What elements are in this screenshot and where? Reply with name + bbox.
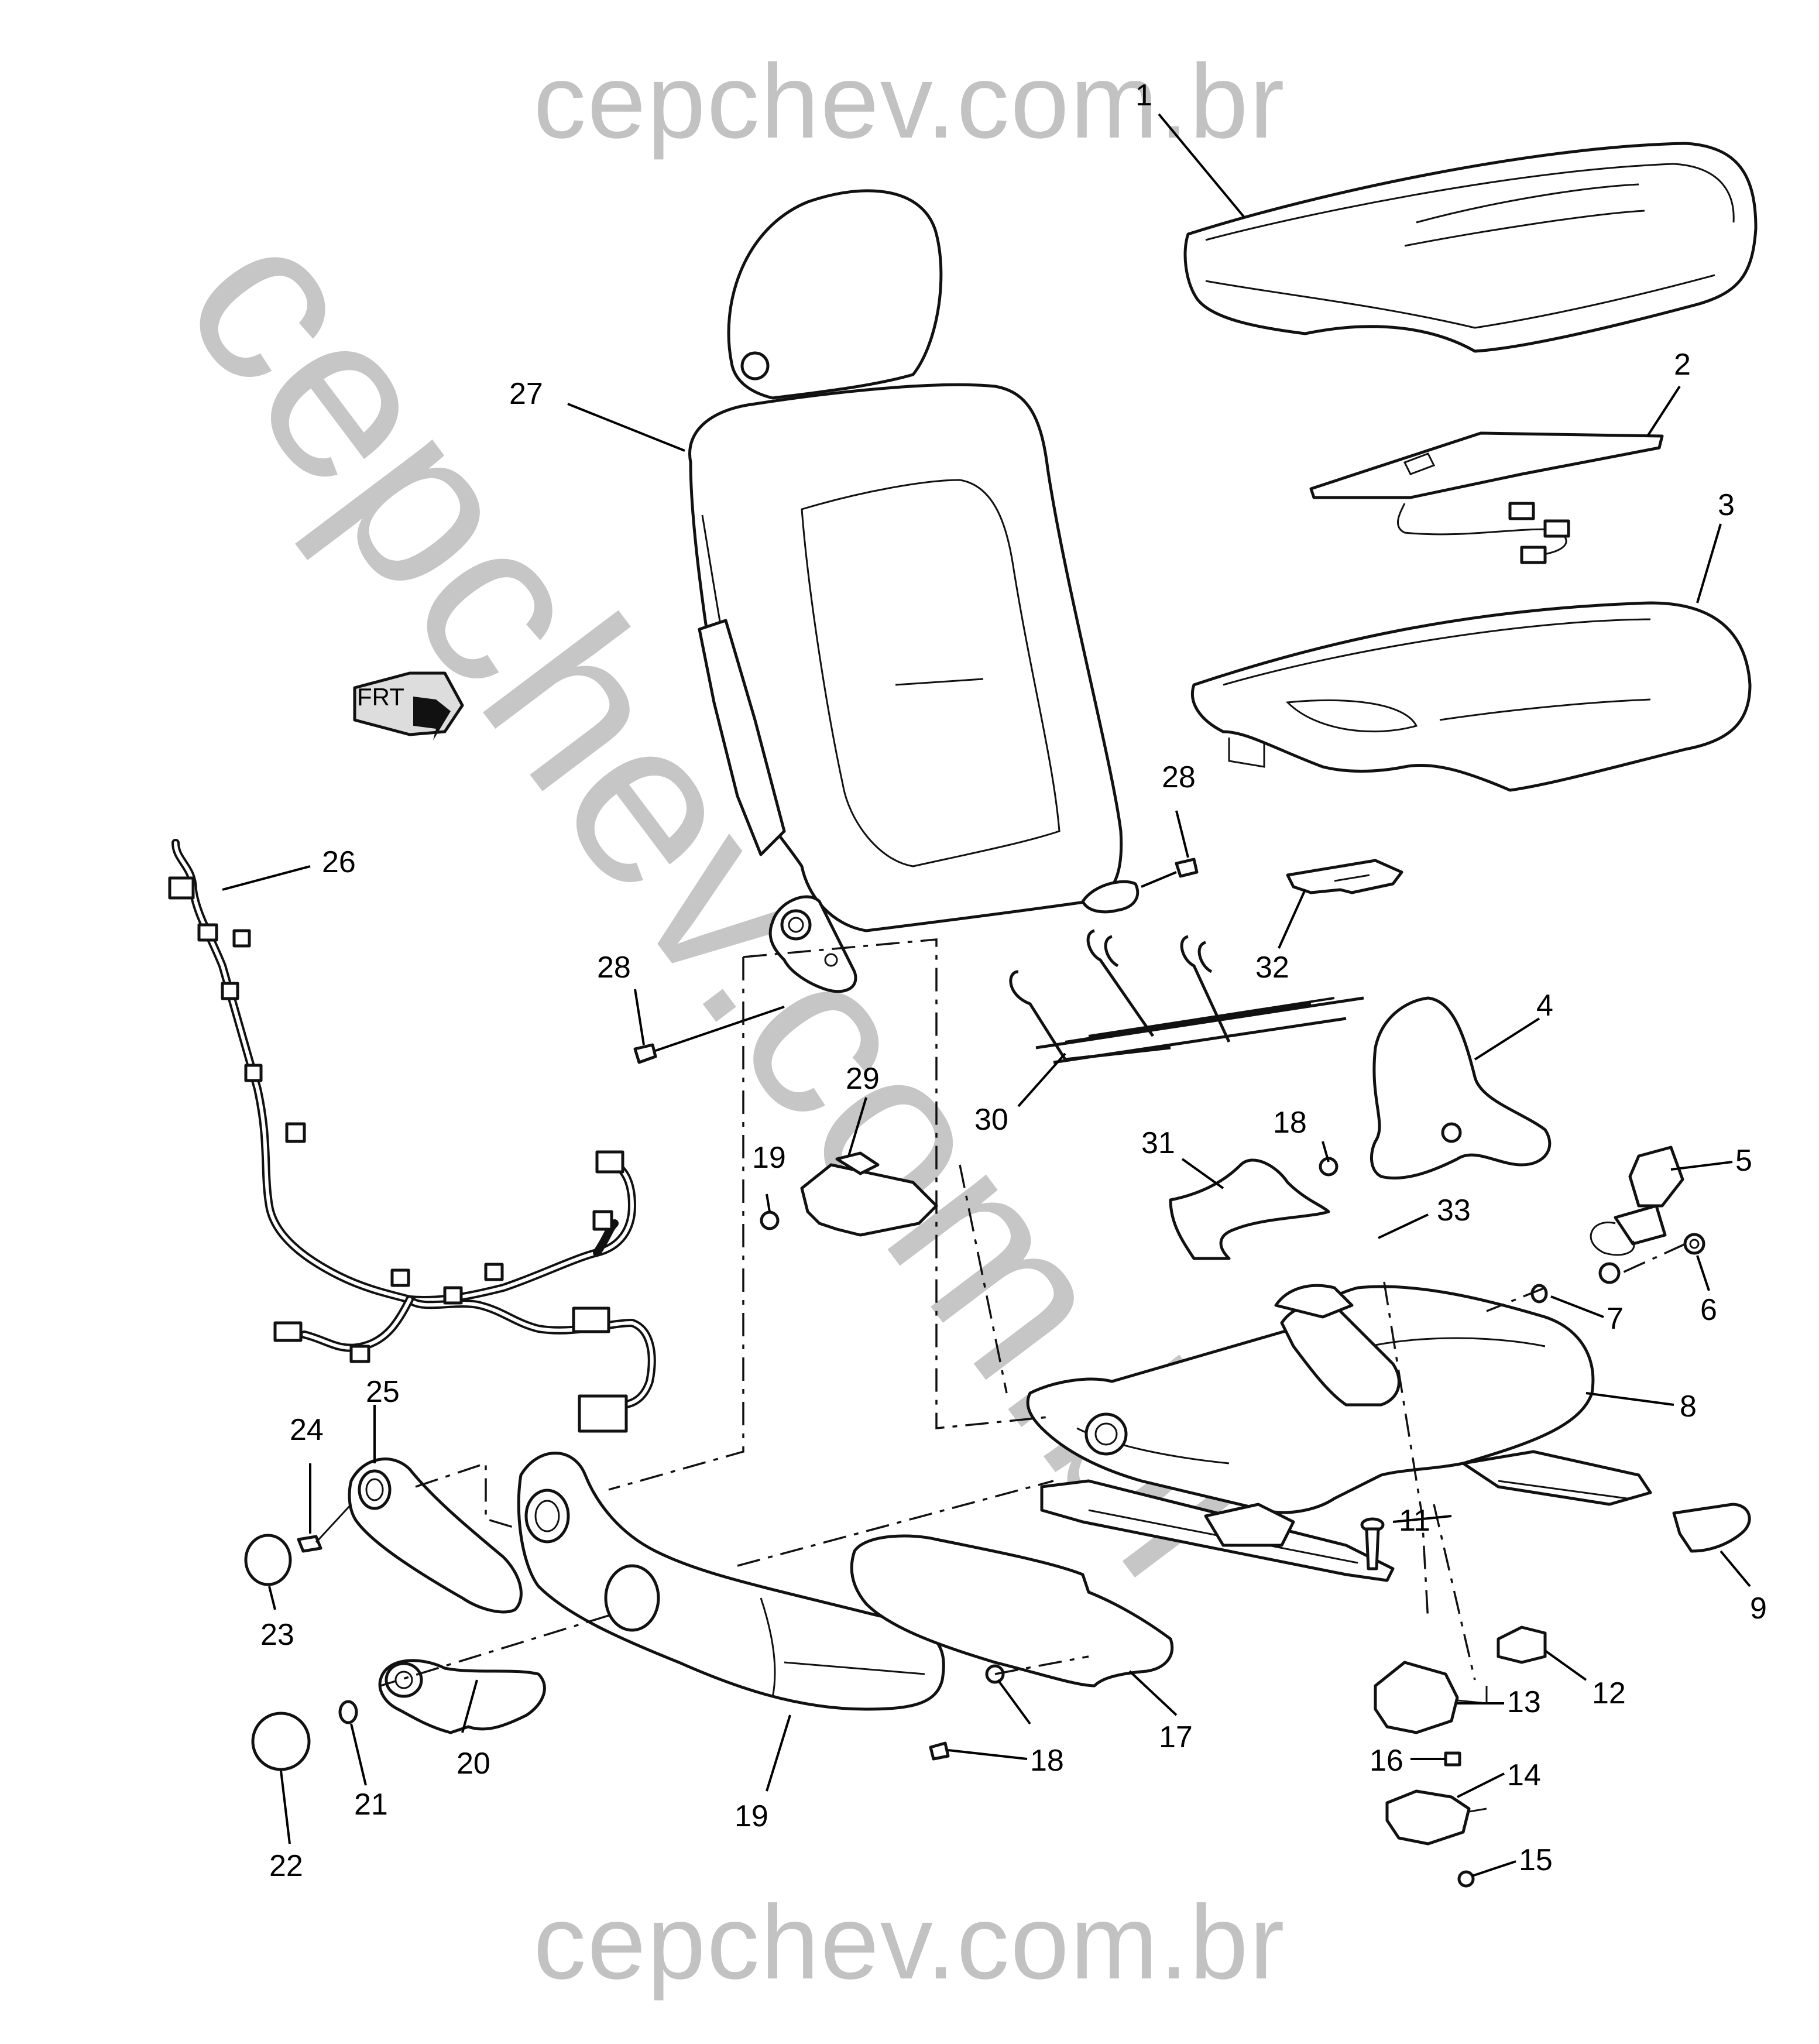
part-26-wiring-harness — [168, 839, 656, 1433]
callout-7: 7 — [1607, 1302, 1624, 1336]
callout-9: 9 — [1750, 1592, 1767, 1625]
callout-26: 26 — [322, 845, 356, 879]
part-1-cushion-cover — [1183, 142, 1758, 353]
callout-19-upper: 19 — [752, 1141, 786, 1175]
callout-leaders — [222, 113, 1751, 1877]
alignment-lines — [380, 938, 1686, 1687]
part-19-side-shield — [517, 1452, 945, 1711]
part-22-cap — [251, 1712, 311, 1771]
callout-8: 8 — [1680, 1390, 1697, 1424]
part-29-bracket — [800, 1151, 938, 1237]
frt-label: FRT — [357, 683, 404, 711]
callout-31: 31 — [1141, 1126, 1175, 1160]
callout-27: 27 — [509, 377, 543, 411]
callout-18-upper: 18 — [1273, 1106, 1307, 1140]
callout-numbers: 1 2 3 4 5 6 7 8 9 11 12 13 14 15 16 17 1… — [260, 78, 1767, 1883]
part-18-bolt-bottom — [929, 1741, 950, 1761]
callout-1: 1 — [1135, 78, 1152, 112]
watermark-bottom: cepchev.com.br — [533, 1884, 1286, 2001]
watermark-top: cepchev.com.br — [533, 43, 1286, 160]
callout-5: 5 — [1735, 1144, 1752, 1178]
part-31-trim-cover — [1169, 1158, 1330, 1260]
part-13-bracket — [1374, 1661, 1488, 1734]
part-28-bolt-left — [633, 1006, 785, 1064]
callout-20: 20 — [457, 1747, 490, 1781]
callout-16: 16 — [1370, 1744, 1403, 1778]
part-19-nut-upper — [760, 1210, 780, 1230]
part-24-screw — [297, 1503, 352, 1553]
callout-29: 29 — [846, 1062, 880, 1096]
part-25-inner-trim — [348, 1457, 523, 1614]
part-5-buckle — [1590, 1146, 1684, 1284]
callout-3: 3 — [1718, 488, 1735, 522]
part-27-seat-back — [688, 189, 1140, 993]
callout-22: 22 — [269, 1849, 303, 1883]
callout-25: 25 — [366, 1375, 400, 1409]
callout-13: 13 — [1507, 1685, 1541, 1719]
callout-18-lower: 18 — [1030, 1744, 1064, 1778]
part-8-seat-frame — [1026, 1284, 1595, 1514]
part-11-bolt — [1360, 1517, 1385, 1570]
part-16-nut — [1444, 1751, 1461, 1767]
callout-6: 6 — [1700, 1293, 1717, 1327]
callout-19-lower: 19 — [735, 1799, 768, 1833]
callout-14: 14 — [1507, 1758, 1541, 1792]
part-6-nut — [1683, 1233, 1705, 1255]
part-3-cushion-pad — [1190, 601, 1752, 792]
part-14-sensor — [1385, 1789, 1487, 1846]
part-9-lever-handle — [1672, 1503, 1751, 1553]
callout-4: 4 — [1536, 989, 1553, 1023]
callout-28-left: 28 — [597, 951, 631, 985]
callout-32: 32 — [1255, 951, 1289, 985]
part-23-cap — [244, 1534, 292, 1586]
part-21-clip — [338, 1700, 358, 1724]
callout-11: 11 — [1399, 1504, 1430, 1538]
callout-21: 21 — [354, 1788, 388, 1822]
callout-24: 24 — [290, 1413, 324, 1447]
part-15-screw — [1457, 1870, 1475, 1888]
part-28-bolt-right — [1141, 858, 1199, 888]
part-32-bracket — [1286, 859, 1403, 894]
part-30-spring-mat — [1009, 929, 1364, 1064]
part-17-inner-shield — [850, 1534, 1174, 1688]
callout-12: 12 — [1592, 1676, 1626, 1710]
front-direction-arrow-icon: FRT — [353, 671, 464, 740]
callout-17: 17 — [1159, 1720, 1193, 1754]
part-4-trim-panel — [1370, 996, 1552, 1180]
seat-adjuster-tracks — [1040, 1450, 1652, 1582]
callout-30: 30 — [974, 1103, 1008, 1137]
part-12-clip — [1497, 1625, 1547, 1664]
callout-28-right: 28 — [1162, 760, 1196, 794]
part-20-recliner-handle — [378, 1659, 546, 1734]
callout-15: 15 — [1519, 1843, 1553, 1877]
part-2-sensor-mat — [1309, 431, 1664, 564]
callout-33: 33 — [1437, 1194, 1471, 1227]
callout-23: 23 — [260, 1618, 294, 1652]
callout-2: 2 — [1674, 348, 1691, 382]
